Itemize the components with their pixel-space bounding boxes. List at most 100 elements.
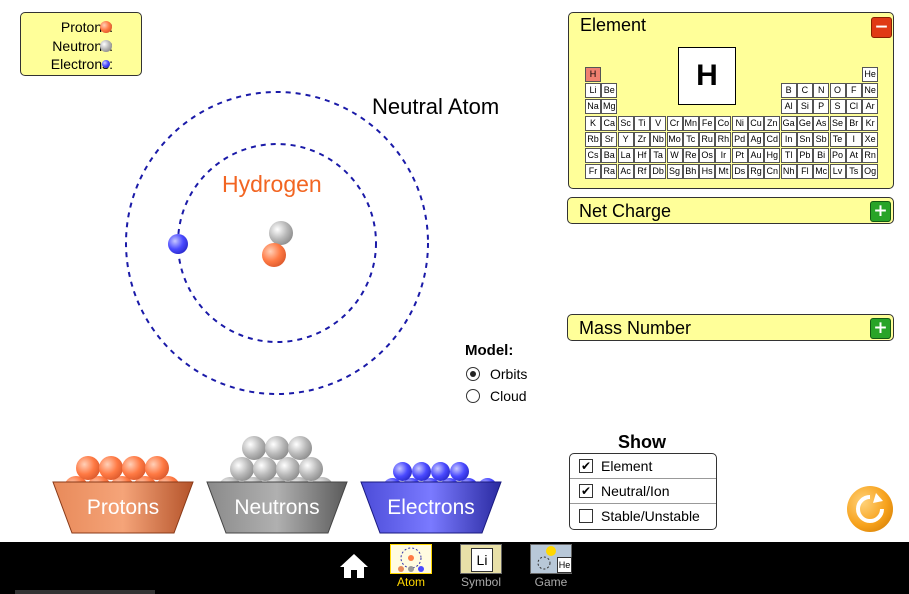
element-cell-as[interactable]: As	[813, 115, 830, 131]
nucleus-neutron[interactable]	[269, 221, 293, 245]
element-cell-ne[interactable]: Ne	[862, 83, 879, 99]
element-cell-sc[interactable]: Sc	[617, 115, 634, 131]
bucket-neutron[interactable]	[288, 436, 312, 460]
element-cell-zr[interactable]: Zr	[633, 131, 650, 147]
element-cell-rh[interactable]: Rh	[715, 131, 732, 147]
element-cell-rf[interactable]: Rf	[633, 164, 650, 180]
tab-game[interactable]: He Game	[529, 544, 573, 592]
bucket-proton[interactable]	[76, 456, 100, 480]
element-cell-br[interactable]: Br	[845, 115, 862, 131]
element-cell-bi[interactable]: Bi	[813, 148, 830, 163]
element-cell-al[interactable]: Al	[780, 99, 797, 115]
bucket-electron[interactable]	[393, 462, 412, 481]
element-cell-se[interactable]: Se	[829, 115, 846, 131]
element-cell-og[interactable]: Og	[862, 164, 879, 180]
model-option-cloud[interactable]: Cloud	[466, 388, 546, 406]
element-cell-cl[interactable]: Cl	[845, 99, 862, 115]
element-cell-at[interactable]: At	[845, 148, 862, 163]
element-cell-nh[interactable]: Nh	[780, 164, 797, 180]
element-cell-sn[interactable]: Sn	[796, 131, 813, 147]
element-cell-k[interactable]: K	[585, 115, 601, 131]
element-cell-ag[interactable]: Ag	[748, 131, 764, 147]
element-cell-bh[interactable]: Bh	[682, 164, 699, 180]
element-cell-sg[interactable]: Sg	[666, 164, 683, 180]
element-cell-ca[interactable]: Ca	[601, 115, 618, 131]
orbits-radio[interactable]	[466, 367, 480, 381]
element-cell-li[interactable]: Li	[585, 83, 601, 99]
element-cell-fr[interactable]: Fr	[585, 164, 601, 180]
element-cell-hs[interactable]: Hs	[699, 164, 716, 180]
plus-icon[interactable]: +	[870, 201, 891, 222]
element-cell-xe[interactable]: Xe	[862, 131, 879, 147]
element-cell-si[interactable]: Si	[796, 99, 813, 115]
element-cell-sr[interactable]: Sr	[601, 131, 618, 147]
element-cell-y[interactable]: Y	[617, 131, 634, 147]
element-cell-kr[interactable]: Kr	[862, 115, 879, 131]
element-cell-ac[interactable]: Ac	[617, 164, 634, 180]
element-cell-zn[interactable]: Zn	[764, 115, 781, 131]
element-cell-ga[interactable]: Ga	[780, 115, 797, 131]
element-cell-la[interactable]: La	[617, 148, 634, 163]
element-cell-fl[interactable]: Fl	[796, 164, 813, 180]
show-stable-option[interactable]: Stable/Unstable	[570, 504, 716, 529]
net-charge-panel[interactable]: Net Charge +	[567, 197, 894, 224]
element-cell-au[interactable]: Au	[748, 148, 764, 163]
element-cell-pt[interactable]: Pt	[731, 148, 748, 163]
element-cell-rb[interactable]: Rb	[585, 131, 601, 147]
mass-number-panel[interactable]: Mass Number +	[567, 314, 894, 341]
cloud-radio[interactable]	[466, 389, 480, 403]
tab-symbol[interactable]: Li Symbol	[459, 544, 503, 592]
element-cell-f[interactable]: F	[845, 83, 862, 99]
element-cell-tc[interactable]: Tc	[682, 131, 699, 147]
element-cell-ra[interactable]: Ra	[601, 164, 618, 180]
element-cell-i[interactable]: I	[845, 131, 862, 147]
tab-atom[interactable]: Atom	[389, 544, 433, 592]
neutrons-bucket[interactable]	[206, 481, 348, 534]
element-cell-b[interactable]: B	[780, 83, 797, 99]
element-cell-lv[interactable]: Lv	[829, 164, 846, 180]
element-cell-rg[interactable]: Rg	[748, 164, 764, 180]
element-cell-mc[interactable]: Mc	[813, 164, 830, 180]
bucket-electron[interactable]	[431, 462, 450, 481]
element-cell-n[interactable]: N	[813, 83, 830, 99]
element-cell-mo[interactable]: Mo	[666, 131, 683, 147]
element-cell-os[interactable]: Os	[699, 148, 716, 163]
bucket-neutron[interactable]	[265, 436, 289, 460]
element-cell-h[interactable]: H	[585, 67, 601, 82]
element-cell-w[interactable]: W	[666, 148, 683, 163]
element-cell-mt[interactable]: Mt	[715, 164, 732, 180]
element-cell-ge[interactable]: Ge	[796, 115, 813, 131]
bucket-electron[interactable]	[412, 462, 431, 481]
element-cell-nb[interactable]: Nb	[650, 131, 667, 147]
electrons-bucket[interactable]	[360, 481, 502, 534]
element-cell-hf[interactable]: Hf	[633, 148, 650, 163]
element-cell-mn[interactable]: Mn	[682, 115, 699, 131]
show-neutral-ion-option[interactable]: ✔ Neutral/Ion	[570, 479, 716, 504]
bucket-neutron[interactable]	[253, 457, 277, 481]
element-cell-ru[interactable]: Ru	[699, 131, 716, 147]
plus-icon[interactable]: +	[870, 318, 891, 339]
element-cell-cu[interactable]: Cu	[748, 115, 764, 131]
element-cell-fe[interactable]: Fe	[699, 115, 716, 131]
element-cell-po[interactable]: Po	[829, 148, 846, 163]
bucket-electron[interactable]	[450, 462, 469, 481]
bucket-neutron[interactable]	[230, 457, 254, 481]
model-option-orbits[interactable]: Orbits	[466, 366, 546, 384]
element-cell-ti[interactable]: Ti	[633, 115, 650, 131]
protons-bucket[interactable]	[52, 481, 194, 534]
neutral-ion-checkbox[interactable]: ✔	[579, 484, 593, 498]
element-cell-ts[interactable]: Ts	[845, 164, 862, 180]
element-cell-db[interactable]: Db	[650, 164, 667, 180]
element-cell-be[interactable]: Be	[601, 83, 618, 99]
element-cell-ba[interactable]: Ba	[601, 148, 618, 163]
element-cell-cr[interactable]: Cr	[666, 115, 683, 131]
element-cell-cs[interactable]: Cs	[585, 148, 601, 163]
element-cell-ir[interactable]: Ir	[715, 148, 732, 163]
element-cell-in[interactable]: In	[780, 131, 797, 147]
element-checkbox[interactable]: ✔	[579, 459, 593, 473]
element-cell-co[interactable]: Co	[715, 115, 732, 131]
home-icon[interactable]	[338, 552, 370, 580]
element-cell-he[interactable]: He	[862, 67, 879, 82]
element-cell-p[interactable]: P	[813, 99, 830, 115]
element-cell-o[interactable]: O	[829, 83, 846, 99]
